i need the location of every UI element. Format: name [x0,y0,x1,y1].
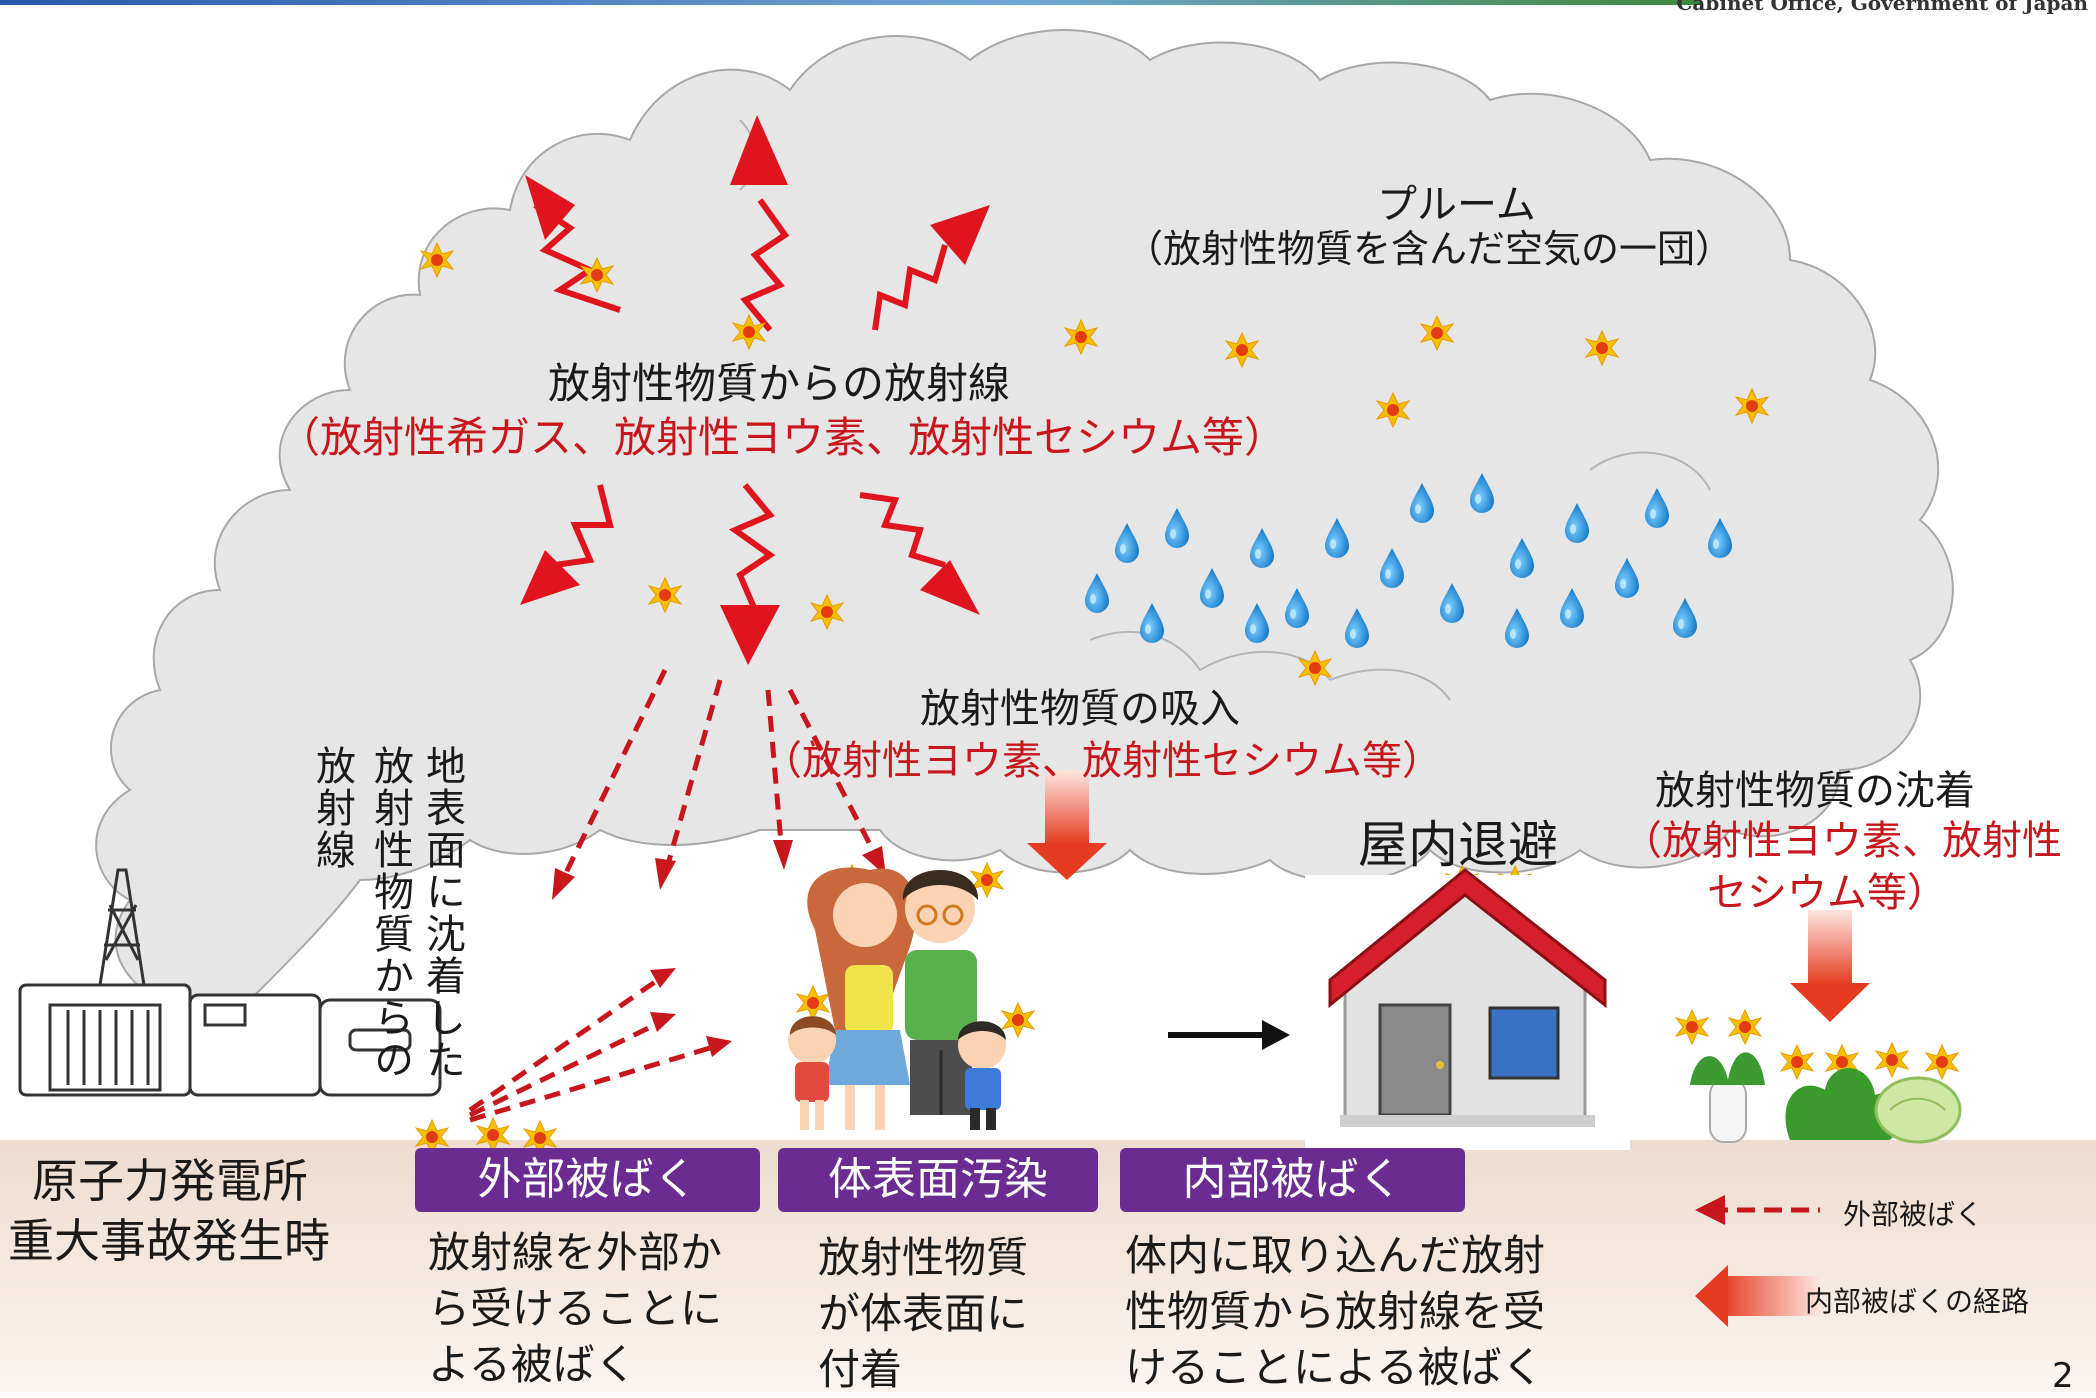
surface-contamination-box: 体表面汚染 [778,1148,1098,1212]
plume-cloud [95,29,1954,1015]
house-illustration [1305,868,1630,1150]
internal-exposure-desc3: けることによる被ばく [1125,1343,1544,1392]
plume-subtitle: （放射性物質を含んだ空気の一団） [1125,227,1734,271]
internal-exposure-desc2: 性物質から放射線を受 [1125,1287,1546,1336]
plume-title: プルーム [1377,182,1536,228]
surface-contamination-desc1: 放射性物質 [818,1233,1029,1282]
org-name: Cabinet Office, Government of Japan [1676,0,2088,15]
external-exposure-desc3: よる被ばく [428,1340,637,1389]
deposition-subtitle-line2: セシウム等） [1707,870,1947,916]
ground-radiation-col2: 放射性物質からの [367,745,413,1081]
radiation-title: 放射性物質からの放射線 [548,359,1011,408]
plant-label-line1: 原子力発電所 [32,1154,308,1208]
radiation-arrows [533,198,948,612]
shelter-arrow [1168,1020,1290,1050]
surface-contamination-desc3: 付着 [818,1345,903,1394]
surface-contamination-desc2: が体表面に [818,1289,1029,1338]
ground-radiation-col1: 地表面に沈着した [419,745,465,1081]
plant-label-line2: 重大事故発生時 [8,1214,330,1268]
deposition-subtitle-line1: （放射性ヨウ素、放射性 [1622,818,2062,864]
internal-exposure-box: 内部被ばく [1120,1148,1465,1212]
external-exposure-desc1: 放射線を外部か [428,1228,723,1277]
inhalation-subtitle: （放射性ヨウ素、放射性セシウム等） [762,738,1442,784]
vegetables-illustration [1690,1052,1962,1144]
legend-marks [1695,1195,1820,1327]
inhalation-title: 放射性物質の吸入 [920,686,1240,732]
legend-external-label: 外部被ばく [1843,1198,1984,1231]
internal-exposure-desc1: 体内に取り込んだ放射 [1125,1231,1546,1280]
nuclear-plant-illustration [18,868,442,1097]
family-illustration [788,867,1006,1130]
external-exposure-desc2: ら受けることに [428,1284,723,1333]
legend-internal-label: 内部被ばくの経路 [1805,1285,2030,1318]
ground-radiation-col3: 放射線 [309,745,355,871]
page-number: 2 [2052,1356,2074,1396]
header-bar [0,0,1700,5]
shelter-label: 屋内退避 [1358,816,1558,874]
external-exposure-arrows [468,668,881,1123]
radiation-arrowheads [520,115,990,665]
radiation-subtitle: （放射性希ガス、放射性ヨウ素、放射性セシウム等） [278,413,1287,462]
internal-arrows [1027,770,1870,1022]
external-exposure-box: 外部被ばく [415,1148,760,1212]
deposition-title: 放射性物質の沈着 [1655,768,1975,814]
